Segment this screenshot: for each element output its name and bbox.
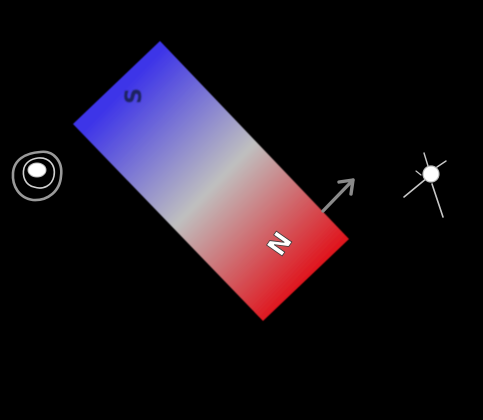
circle-object-inner-ring bbox=[22, 157, 56, 189]
circle-object-icon[interactable] bbox=[11, 150, 63, 202]
force-arrow-icon bbox=[321, 178, 355, 213]
circle-object-core bbox=[27, 162, 47, 178]
south-pole-label: S bbox=[122, 88, 147, 104]
circle-object-outline bbox=[11, 150, 63, 202]
bar-magnet[interactable]: S N bbox=[73, 41, 349, 321]
tripod-antenna-top bbox=[423, 152, 429, 167]
force-arrow-shaft bbox=[321, 178, 355, 213]
tripod-object-icon[interactable] bbox=[403, 152, 447, 218]
force-arrow-head bbox=[337, 178, 355, 196]
tripod-object-body bbox=[422, 165, 440, 183]
tripod-tick-left bbox=[415, 170, 422, 176]
tripod-antenna-right bbox=[436, 160, 447, 168]
tripod-leg-left bbox=[403, 177, 428, 198]
tripod-leg-down bbox=[431, 183, 444, 218]
magnet-body[interactable] bbox=[73, 41, 349, 321]
